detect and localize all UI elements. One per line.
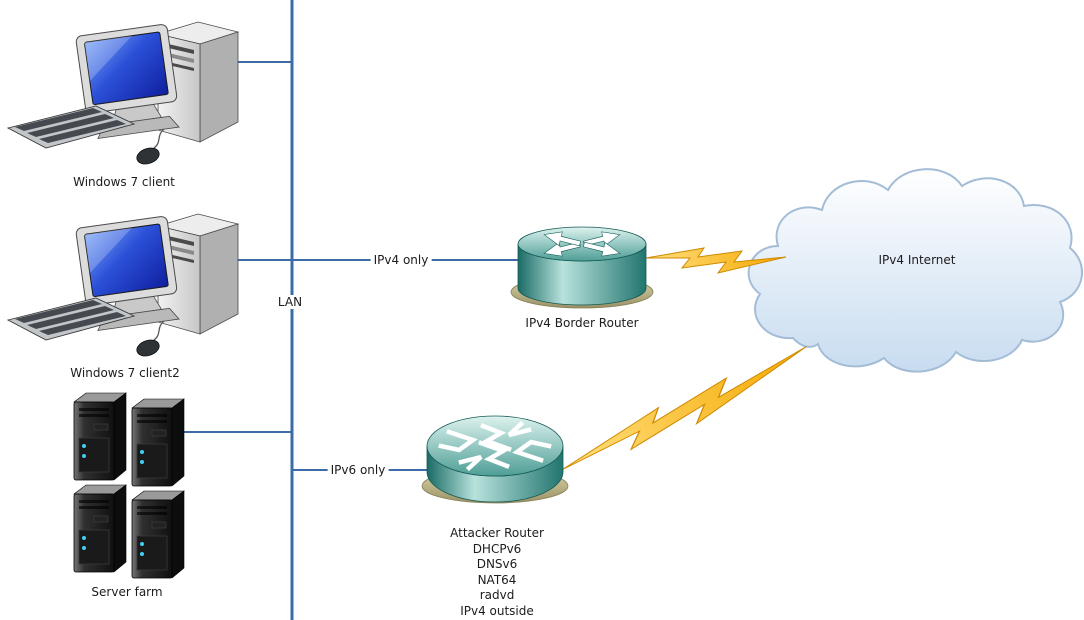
ipv6-only-label: IPv6 only bbox=[327, 463, 389, 477]
client2-desktop-computer-icon bbox=[7, 213, 239, 360]
lightning-bolt-ipv6-icon bbox=[556, 335, 817, 488]
server-farm-icon bbox=[73, 392, 185, 579]
ipv4-only-label: IPv4 only bbox=[370, 253, 432, 267]
border-router-label: IPv4 Border Router bbox=[525, 316, 639, 330]
attacker-service-dhcpv6: DHCPv6 bbox=[472, 541, 522, 556]
server-farm-label: Server farm bbox=[91, 585, 163, 599]
attacker-router-icon bbox=[421, 415, 569, 504]
ipv4-border-router-icon bbox=[510, 226, 654, 309]
attacker-router-label: Attacker Router bbox=[450, 526, 544, 540]
attacker-service-dnsv6: DNSv6 bbox=[476, 557, 518, 572]
attacker-service-radvd: radvd bbox=[479, 588, 515, 603]
internet-label: IPv4 Internet bbox=[878, 253, 956, 267]
internet-cloud-icon bbox=[747, 168, 1084, 373]
attacker-router-label-block: Attacker Router DHCPv6 DNSv6 NAT64 radvd… bbox=[450, 526, 544, 620]
client2-label: Windows 7 client2 bbox=[70, 366, 180, 380]
circuit-maze-pattern-icon bbox=[438, 420, 552, 472]
attacker-service-nat64: NAT64 bbox=[477, 572, 517, 587]
attacker-service-ipv4-outside: IPv4 outside bbox=[460, 603, 534, 618]
lan-label: LAN bbox=[274, 295, 306, 309]
client1-label: Windows 7 client bbox=[73, 175, 175, 189]
client1-desktop-computer-icon bbox=[7, 21, 239, 168]
